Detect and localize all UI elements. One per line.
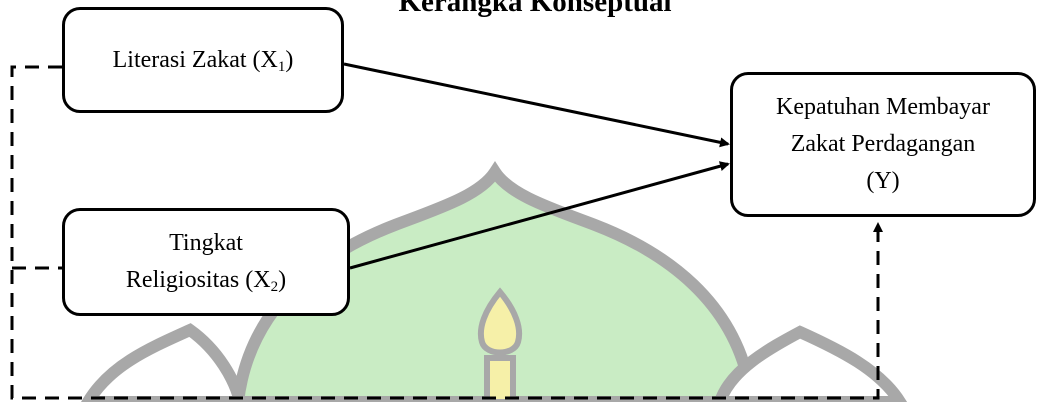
watermark-flame	[478, 287, 522, 356]
variable-label-y: Kepatuhan Membayar Zakat Perdagangan (Y)	[776, 89, 990, 200]
variable-x2-line1: Tingkat	[169, 230, 243, 256]
arrow-x1-to-y	[343, 62, 730, 148]
diagram-title: Kerangka Konseptual	[398, 0, 672, 18]
arrow-x2-to-y	[349, 161, 730, 270]
variable-label-x2: Tingkat Religiositas (X2)	[126, 225, 286, 299]
dashed-simultaneous-path	[10, 65, 883, 400]
variable-box-x1: Literasi Zakat (X1)	[62, 7, 344, 113]
variable-y-line1: Kepatuhan Membayar	[776, 94, 990, 120]
variable-label-x1: Literasi Zakat (X1)	[112, 46, 294, 75]
watermark-dome-right	[713, 325, 908, 402]
variable-y-line3: (Y)	[866, 168, 900, 194]
variable-x2-line2: Religiositas (X2)	[125, 267, 287, 295]
watermark-dome-left	[81, 323, 247, 402]
variable-box-x2: Tingkat Religiositas (X2)	[62, 208, 350, 316]
variable-box-y: Kepatuhan Membayar Zakat Perdagangan (Y)	[730, 72, 1036, 217]
variable-y-line2: Zakat Perdagangan	[790, 131, 976, 157]
watermark-candle	[484, 355, 516, 402]
